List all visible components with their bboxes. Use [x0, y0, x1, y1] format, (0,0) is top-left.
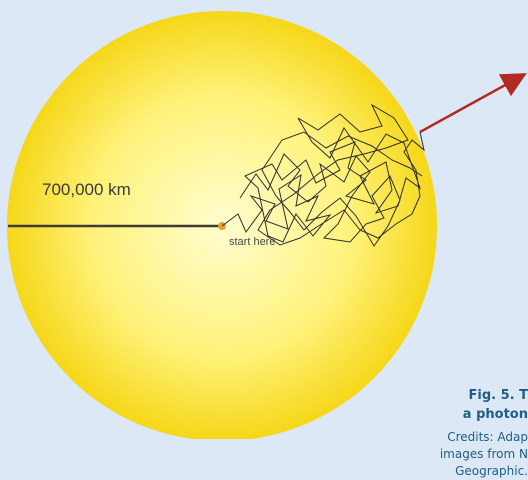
figure-title-rest: T: [514, 388, 528, 403]
radius-label: 700,000 km: [42, 180, 131, 199]
credits-line-1: Credits: Adap: [447, 430, 528, 444]
figure-title-line2: a photon: [462, 407, 528, 422]
exit-arrow: [419, 73, 527, 134]
figure-credits: Credits: Adap images from N Geographic.: [440, 429, 528, 480]
start-label: start here: [229, 236, 276, 248]
credits-line-3: Geographic.: [455, 464, 528, 478]
figure-number: Fig. 5.: [468, 388, 515, 403]
figure-caption-title: Fig. 5. T a photon: [463, 386, 528, 424]
sun-diagram: [7, 11, 527, 439]
photon-random-walk-2: [239, 131, 423, 247]
photon-random-walk: [221, 103, 425, 246]
credits-line-2: images from N: [439, 447, 528, 461]
